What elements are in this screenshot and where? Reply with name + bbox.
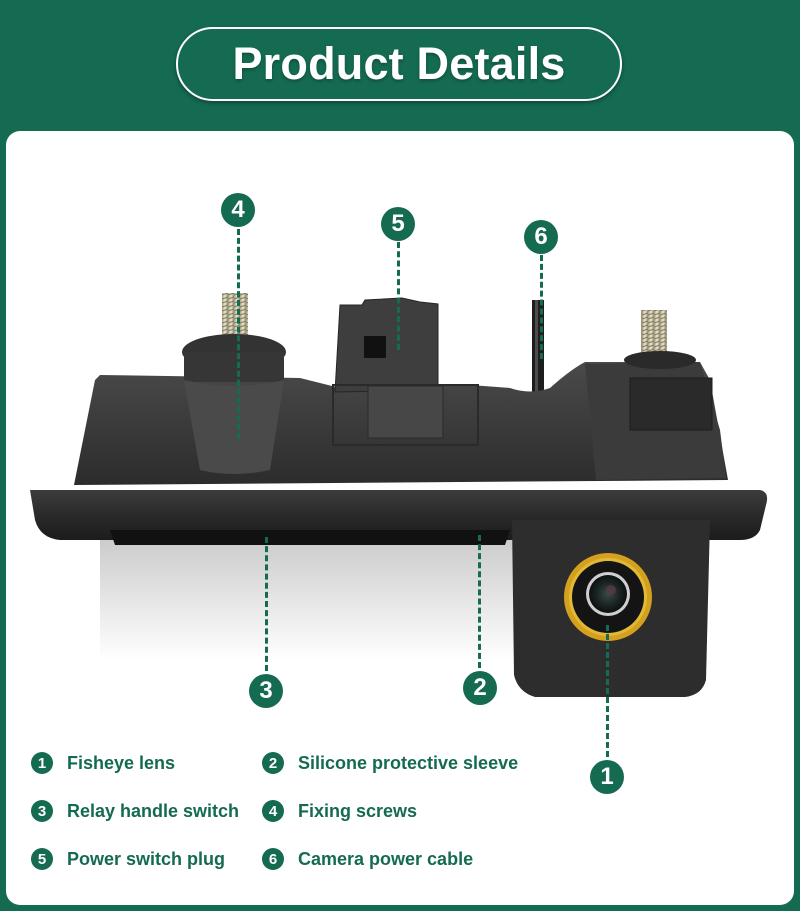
product-panel: 4 5 6 3 2 1 1 Fisheye lens 2 Silicone pr… [6, 131, 794, 905]
left-screw [222, 293, 248, 341]
title-banner: Product Details [176, 27, 622, 101]
legend-badge-1: 1 [31, 752, 53, 774]
legend-item-2: 2 Silicone protective sleeve [262, 751, 518, 775]
legend-item-4: 4 Fixing screws [262, 799, 417, 823]
legend-item-1: 1 Fisheye lens [31, 751, 175, 775]
legend-item-6: 6 Camera power cable [262, 847, 473, 871]
legend-item-3: 3 Relay handle switch [31, 799, 239, 823]
callout-1: 1 [590, 760, 624, 794]
legend-label-2: Silicone protective sleeve [298, 752, 519, 773]
legend-label-5: Power switch plug [67, 848, 226, 869]
product-image [30, 293, 768, 697]
callout-6: 6 [524, 220, 558, 254]
callout-5: 5 [381, 207, 415, 241]
right-screw [641, 310, 667, 355]
legend-badge-2: 2 [262, 752, 284, 774]
leader-line-3 [265, 537, 268, 671]
callout-3: 3 [249, 674, 283, 708]
legend-label-4: Fixing screws [298, 800, 418, 821]
legend-label-1: Fisheye lens [67, 752, 176, 773]
callout-4: 4 [221, 193, 255, 227]
legend-badge-5: 5 [31, 848, 53, 870]
leader-line-2 [478, 535, 481, 668]
leader-line-5 [397, 242, 400, 350]
page-title: Product Details [232, 38, 566, 89]
legend-badge-3: 3 [31, 800, 53, 822]
leader-line-4 [237, 229, 240, 439]
leader-line-1 [606, 625, 609, 757]
legend-badge-4: 4 [262, 800, 284, 822]
legend-item-5: 5 Power switch plug [31, 847, 225, 871]
callout-2: 2 [463, 671, 497, 705]
legend-label-3: Relay handle switch [67, 800, 240, 821]
legend-label-6: Camera power cable [298, 848, 474, 869]
legend-badge-6: 6 [262, 848, 284, 870]
leader-line-6 [540, 255, 543, 359]
